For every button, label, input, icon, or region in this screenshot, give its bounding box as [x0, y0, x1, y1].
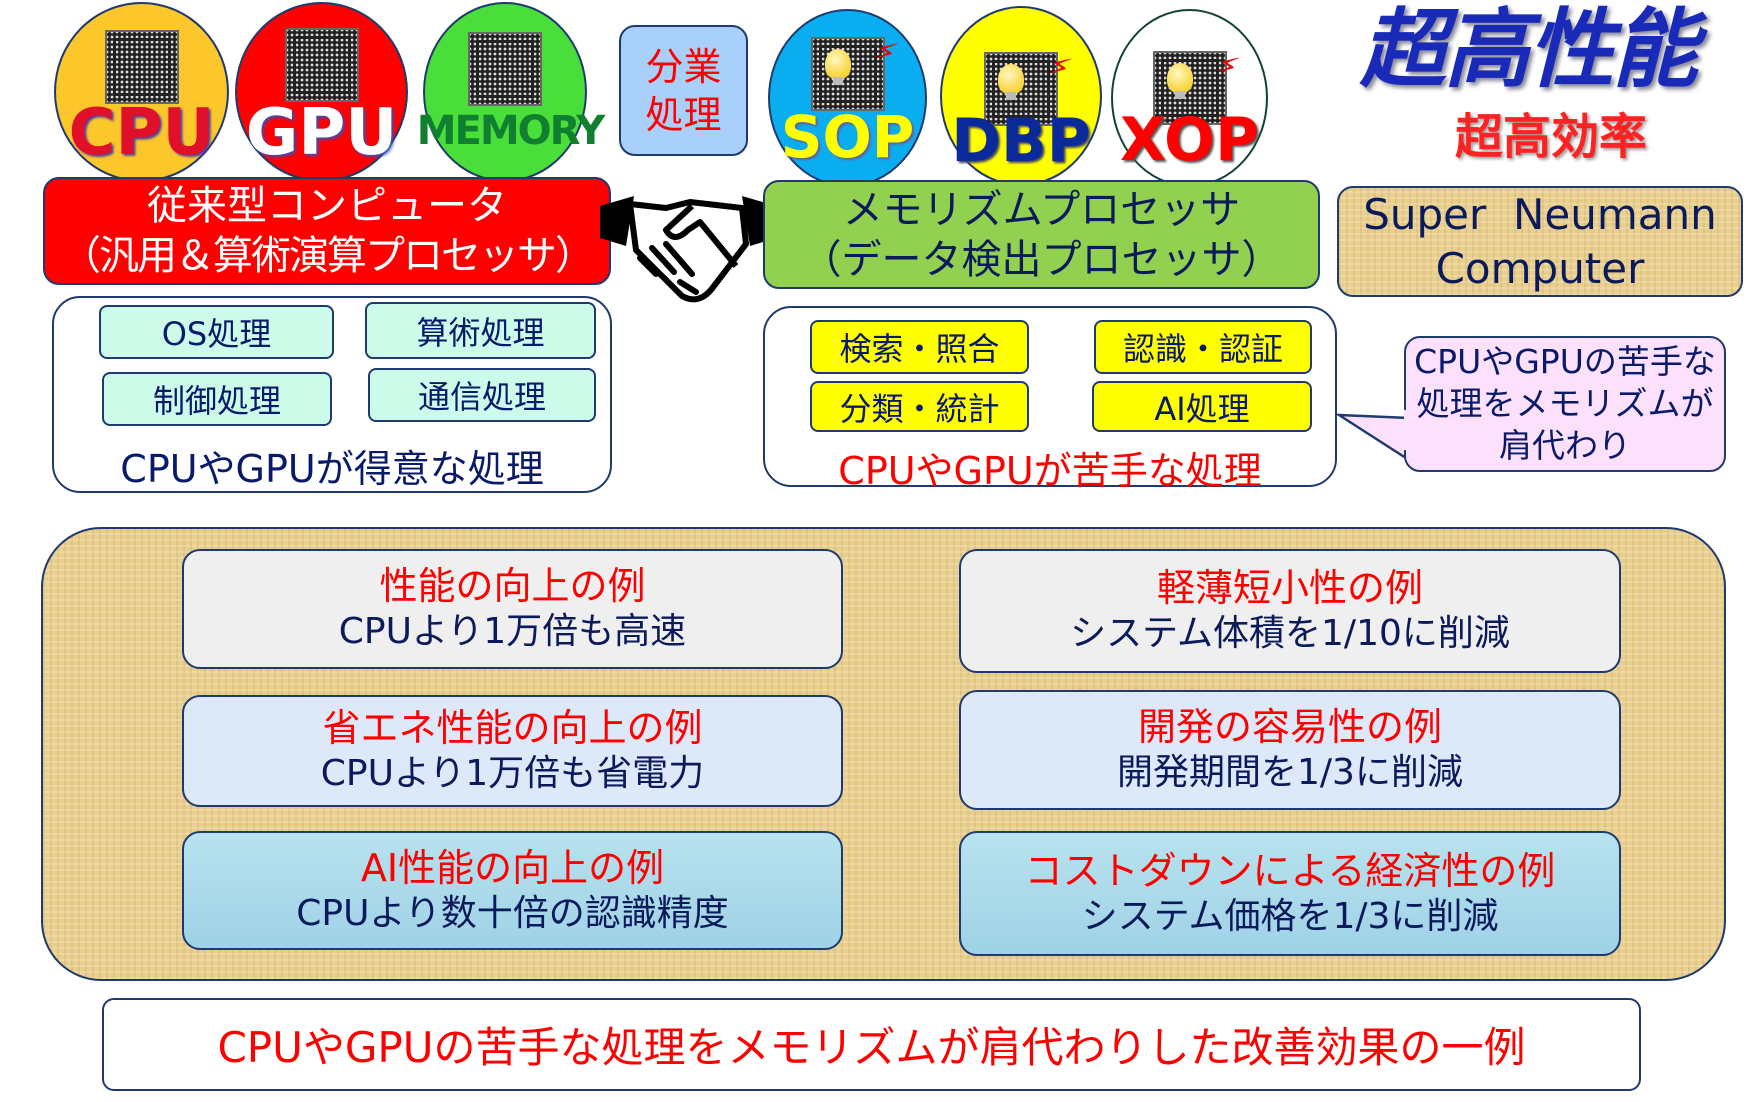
- memory-label: MEMORY: [416, 108, 606, 154]
- division-line1: 分業: [645, 44, 722, 89]
- memorism-line2: （データ検出プロセッサ）: [801, 236, 1282, 283]
- callout-line1: CPUやGPUの苦手な: [1414, 342, 1716, 381]
- weaknesses-caption: CPUやGPUが苦手な処理: [838, 449, 1262, 493]
- cpu-label: CPU: [68, 96, 215, 170]
- example-detail: システム体積を1/10に削減: [1070, 613, 1510, 654]
- chip-icon: [104, 30, 179, 104]
- example-detail: 開発期間を1/3に削減: [1117, 752, 1463, 793]
- lightning-icon: ⚡: [1043, 47, 1076, 88]
- division-of-labor-box: 分業 処理: [619, 25, 748, 156]
- example-title: 軽薄短小性の例: [1156, 566, 1423, 610]
- weakness-item: AI処理: [1092, 381, 1312, 432]
- example-detail: CPUより1万倍も省電力: [320, 753, 705, 794]
- cpu-unit: CPU: [54, 2, 229, 182]
- conventional-line2: （汎用＆算術演算プロセッサ）: [61, 233, 595, 279]
- super-neumann-box: Super Neumann Computer: [1337, 186, 1743, 297]
- headline-sub: 超高効率: [1455, 109, 1648, 165]
- memory-unit: [423, 2, 587, 182]
- example-detail: システム価格を1/3に削減: [1081, 895, 1499, 937]
- gpu-label: GPU: [245, 96, 398, 170]
- dbp-label: DBP: [951, 106, 1091, 176]
- gpu-unit: GPU: [235, 2, 408, 182]
- chip-icon: ⚡: [1152, 46, 1244, 125]
- chip-icon: ⚡: [810, 32, 902, 111]
- division-line2: 処理: [645, 92, 722, 137]
- callout-joint: [1404, 410, 1410, 450]
- example-card-compactness: 軽薄短小性の例 システム体積を1/10に削減: [959, 549, 1621, 673]
- weakness-item: 分類・統計: [810, 381, 1029, 432]
- headline-main: 超高性能: [1360, 0, 1698, 100]
- lightning-icon: ⚡: [1212, 46, 1244, 87]
- chip-icon: [284, 28, 359, 102]
- lightning-icon: ⚡: [870, 32, 902, 73]
- dbp-unit: ⚡ DBP: [940, 6, 1102, 186]
- handshake-icon: [600, 196, 776, 303]
- callout-line3: 肩代わり: [1499, 426, 1631, 465]
- callout-bubble: CPUやGPUの苦手な 処理をメモリズムが 肩代わり: [1404, 336, 1726, 472]
- strengths-caption: CPUやGPUが得意な処理: [120, 447, 544, 491]
- example-card-performance: 性能の向上の例 CPUより1万倍も高速: [182, 549, 843, 669]
- example-title: コストダウンによる経済性の例: [1024, 848, 1556, 893]
- conventional-computer-box: 従来型コンピュータ （汎用＆算術演算プロセッサ）: [43, 177, 611, 285]
- conventional-line1: 従来型コンピュータ: [147, 183, 507, 229]
- strength-item: 算術処理: [365, 302, 596, 359]
- sop-unit: ⚡ SOP: [768, 9, 927, 187]
- xop-unit: ⚡ XOP: [1111, 9, 1268, 187]
- example-title: 性能の向上の例: [379, 564, 646, 608]
- sop-label: SOP: [780, 103, 915, 171]
- example-card-development: 開発の容易性の例 開発期間を1/3に削減: [959, 690, 1621, 810]
- lightbulb-icon: [998, 64, 1024, 100]
- weakness-item: 検索・照合: [810, 320, 1029, 374]
- example-title: AI性能の向上の例: [360, 845, 665, 890]
- chip-icon: ⚡: [984, 47, 1075, 126]
- lightbulb-icon: [824, 49, 851, 85]
- strength-item: 通信処理: [368, 368, 596, 422]
- footer-caption: CPUやGPUの苦手な処理をメモリズムが肩代わりした改善効果の一例: [102, 998, 1641, 1091]
- example-detail: CPUより数十倍の認識精度: [296, 892, 729, 934]
- example-card-ai: AI性能の向上の例 CPUより数十倍の認識精度: [182, 831, 843, 950]
- example-title: 省エネ性能の向上の例: [322, 706, 703, 750]
- example-card-cost: コストダウンによる経済性の例 システム価格を1/3に削減: [959, 831, 1621, 956]
- super-neumann-line2: Computer: [1435, 243, 1645, 293]
- memorism-processor-box: メモリズムプロセッサ （データ検出プロセッサ）: [763, 180, 1320, 289]
- chip-icon: [468, 32, 542, 106]
- callout-line2: 処理をメモリズムが: [1416, 384, 1714, 423]
- strength-item: 制御処理: [102, 372, 332, 426]
- super-neumann-line1: Super Neumann: [1363, 189, 1717, 239]
- memorism-line1: メモリズムプロセッサ: [842, 186, 1241, 233]
- strength-item: OS処理: [99, 305, 334, 359]
- example-title: 開発の容易性の例: [1137, 705, 1442, 749]
- weakness-item: 認識・認証: [1094, 320, 1312, 374]
- example-card-energy: 省エネ性能の向上の例 CPUより1万倍も省電力: [182, 695, 843, 807]
- xop-label: XOP: [1119, 105, 1260, 175]
- lightbulb-icon: [1166, 63, 1193, 99]
- callout-pointer: [1335, 413, 1411, 463]
- example-detail: CPUより1万倍も高速: [338, 611, 687, 652]
- footer-text: CPUやGPUの苦手な処理をメモリズムが肩代わりした改善効果の一例: [217, 1023, 1526, 1072]
